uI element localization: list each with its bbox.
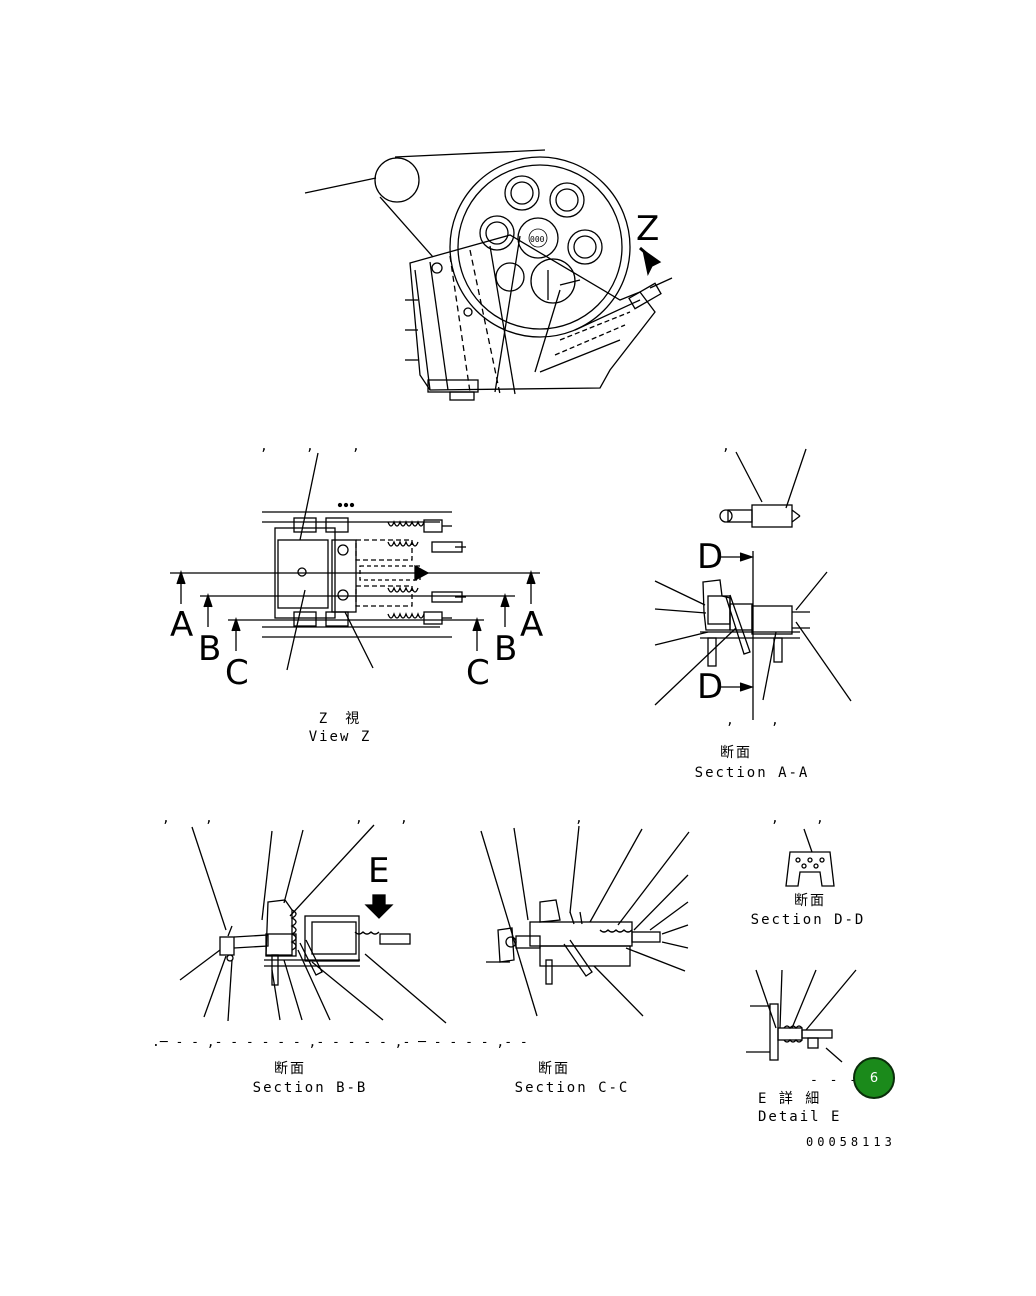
leader-dot: ,	[355, 811, 365, 826]
section-cc-label-jp: 断面	[538, 1061, 570, 1077]
section-aa-label: Section A-A	[694, 765, 810, 781]
view-z-marker: Z	[636, 209, 660, 249]
section-aa-drawing	[654, 448, 852, 720]
section-cc-drawing	[480, 825, 690, 1017]
view-z-drawing	[170, 452, 540, 671]
detail-e-label-jp: E 詳 細	[758, 1091, 822, 1107]
leader-dot: ,	[816, 811, 826, 826]
section-bb-label: Section B-B	[252, 1080, 368, 1096]
svg-text:000: 000	[530, 235, 545, 244]
leader-dot: - - -	[810, 1073, 860, 1088]
leader-dot: ,	[306, 439, 316, 454]
section-mark-d-bottom: D	[697, 667, 724, 707]
page-badge-number: 6	[869, 1070, 879, 1086]
section-dd-drawing	[785, 828, 835, 887]
leader-ref-row: .─ ‐ ‐ ,‐ ‐ ‐ ‐ ‐ ‐ ,‐ ‐ ‐ ‐ ‐ ,‐ ─ ‐ ‐ …	[152, 1035, 528, 1050]
leader-dot: ,	[352, 439, 362, 454]
section-bb-label-jp: 断面	[274, 1061, 306, 1077]
leader-dot: ,	[771, 713, 781, 728]
section-mark-b-left: B	[198, 629, 222, 669]
leader-dot: ,	[575, 811, 585, 826]
detail-e-label: Detail E	[758, 1109, 842, 1125]
section-mark-a-right: A	[520, 605, 544, 645]
section-dd-label-jp: 断面	[794, 893, 826, 909]
section-mark-a-left: A	[170, 605, 194, 645]
section-mark-b-right: B	[494, 629, 518, 669]
top-assembly-drawing: 000	[304, 149, 673, 401]
leader-dot: ,	[400, 811, 410, 826]
section-mark-c-right: C	[466, 653, 490, 693]
page-badge[interactable]: 6	[853, 1057, 895, 1099]
leader-dot: ,	[260, 439, 270, 454]
section-dd-label: Section D-D	[750, 912, 866, 928]
view-z-label-jp: Z 視	[318, 711, 362, 727]
leader-dot: ,	[771, 811, 781, 826]
view-z-label: View Z	[308, 729, 372, 745]
section-bb-drawing	[179, 824, 447, 1024]
detail-e-drawing	[746, 969, 857, 1063]
section-cc-label: Section C-C	[514, 1080, 630, 1096]
drawing-number: 00058113	[806, 1135, 896, 1149]
leader-dot: ,	[205, 811, 215, 826]
section-mark-c-left: C	[225, 653, 249, 693]
detail-e-marker: E	[368, 851, 390, 891]
leader-dot: ,	[726, 713, 736, 728]
section-aa-label-jp: 断面	[720, 745, 752, 761]
section-mark-d-top: D	[697, 537, 724, 577]
leader-dot: ,	[722, 439, 732, 454]
leader-dot: ,	[162, 811, 172, 826]
